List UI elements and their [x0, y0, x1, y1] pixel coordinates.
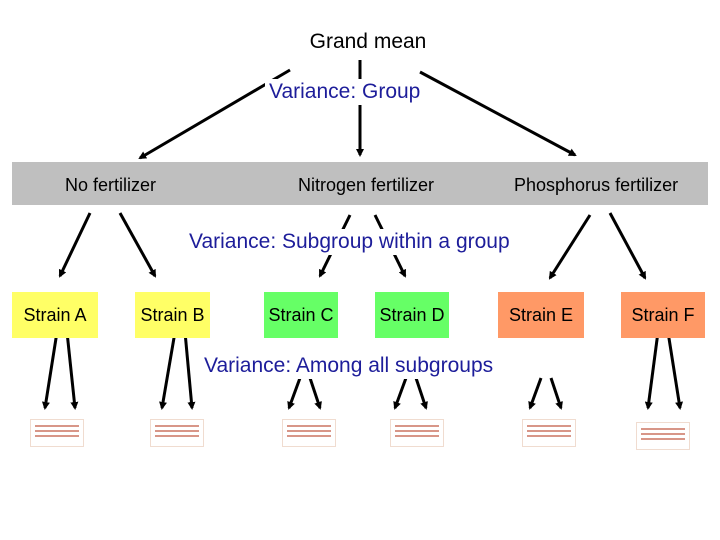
group-band	[12, 162, 708, 205]
arrow-p-to-f	[608, 212, 647, 280]
arrow-a-1	[41, 331, 59, 410]
group-label-phosphorus: Phosphorus fertilizer	[514, 175, 679, 195]
arrow-no-to-b	[118, 212, 157, 278]
arrow-c-2	[308, 377, 322, 410]
variance-group-label: Variance: Group	[265, 79, 425, 105]
arrow-a-2	[65, 331, 79, 410]
sample-thumbnail	[390, 419, 444, 447]
strain-d-box: Strain D	[375, 292, 449, 338]
arrow-d-1	[393, 377, 408, 410]
strain-f-box: Strain F	[621, 292, 705, 338]
strain-e-box: Strain E	[498, 292, 584, 338]
group-label-nitrogen: Nitrogen fertilizer	[298, 175, 435, 195]
sample-thumbnail	[282, 419, 336, 447]
arrow-b-2	[183, 331, 196, 410]
arrow-no-to-a	[58, 212, 92, 278]
sample-thumbnail	[150, 419, 204, 447]
strain-a-box: Strain A	[12, 292, 98, 338]
strain-b-box: Strain B	[135, 292, 210, 338]
sample-thumbnail	[30, 419, 84, 447]
arrow-e-2	[549, 377, 563, 410]
grand-mean-title: Grand mean	[309, 30, 427, 53]
strain-c-box: Strain C	[264, 292, 338, 338]
group-label-no-fertilizer: No fertilizer	[65, 175, 157, 195]
arrow-f-1	[644, 331, 660, 410]
variance-among-label: Variance: Among all subgroups	[200, 353, 498, 379]
sample-thumbnail	[636, 422, 690, 450]
arrow-p-to-e	[548, 214, 592, 280]
arrow-grand-to-phosphorus	[419, 70, 577, 157]
arrow-e-1	[528, 377, 543, 410]
arrow-f-2	[666, 331, 684, 410]
arrow-d-2	[414, 377, 428, 410]
arrow-c-1	[287, 377, 302, 410]
sample-thumbnail	[522, 419, 576, 447]
variance-subgroup-label: Variance: Subgroup within a group	[185, 229, 514, 255]
arrow-b-1	[159, 331, 177, 410]
